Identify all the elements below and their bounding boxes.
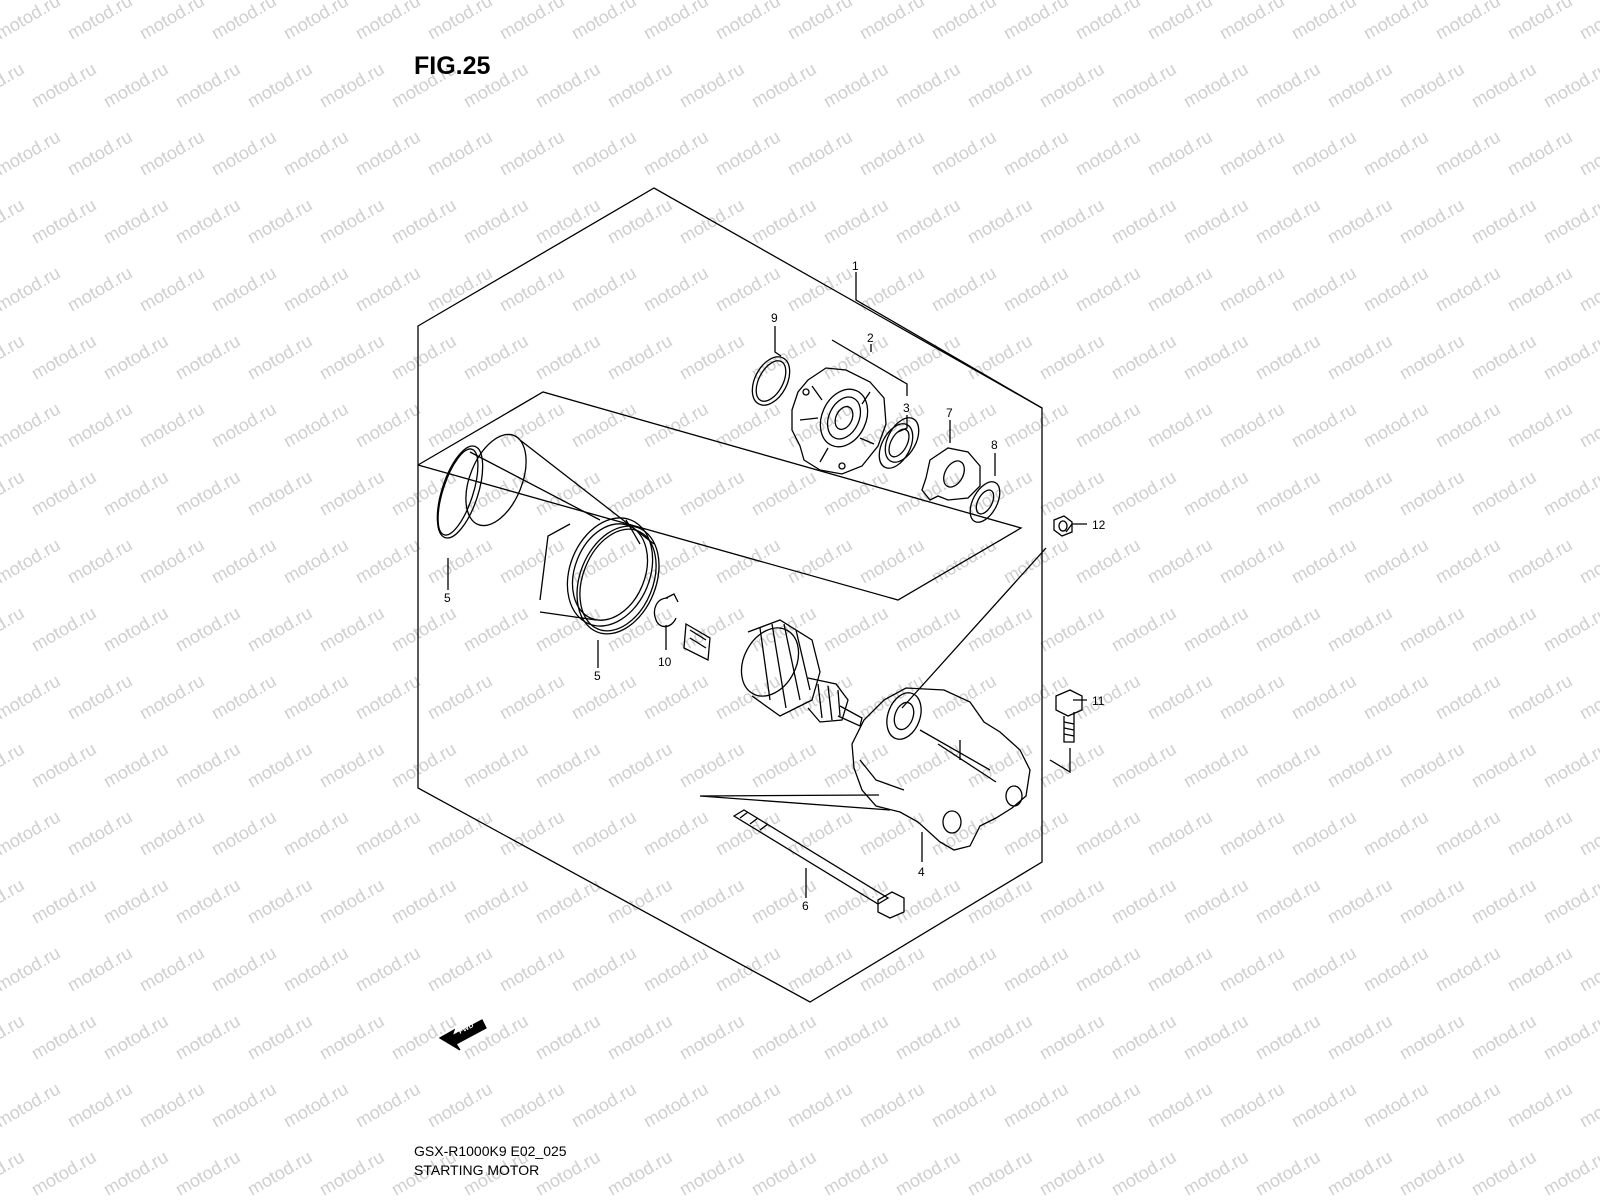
rear-housing-part-4: [851, 687, 1031, 851]
callout-1: 1: [852, 259, 859, 273]
leader-11: [1049, 699, 1087, 774]
yoke-part-5: [465, 433, 655, 627]
circlip-part-10: [653, 593, 679, 628]
o-ring-part-5-right: [576, 525, 660, 635]
leader-1: [855, 272, 1043, 409]
o-ring-part-5-left: [436, 445, 484, 539]
bolt-part-11: [1055, 689, 1083, 743]
callout-5-left: 5: [444, 591, 451, 605]
figure-title: FIG.25: [414, 52, 491, 80]
fwd-arrow-icon: [438, 1019, 487, 1051]
front-bracket-part-2: [791, 367, 887, 475]
callout-2: 2: [867, 331, 874, 345]
callout-6: 6: [802, 899, 809, 913]
callout-8: 8: [991, 438, 998, 452]
through-bolt-part-6: [732, 809, 905, 919]
oil-seal-part-3: [878, 417, 920, 469]
callout-11: 11: [1092, 694, 1105, 708]
assembly-frame: [417, 187, 1043, 1003]
leader-2: [831, 339, 908, 396]
armature: [683, 619, 863, 727]
leader-9: [774, 326, 782, 357]
o-ring-part-9: [751, 356, 791, 406]
callout-7: 7: [946, 406, 953, 420]
callout-4: 4: [918, 865, 925, 879]
callout-12: 12: [1092, 518, 1106, 532]
lock-washer-part-7: [921, 447, 981, 501]
model-code: GSX-R1000K9 E02_025: [414, 1143, 567, 1159]
washer-part-8: [969, 481, 1001, 523]
callout-5-right: 5: [594, 669, 601, 683]
subassembly-frame: [417, 391, 1023, 601]
nut-part-12: [1053, 515, 1073, 537]
leader-12: [901, 523, 1087, 709]
leader-4: [699, 794, 923, 862]
leader-3: [897, 415, 908, 433]
callout-9: 9: [771, 311, 778, 325]
callout-3: 3: [903, 401, 910, 415]
callout-10: 10: [658, 655, 672, 669]
assembly-name: STARTING MOTOR: [414, 1162, 540, 1178]
